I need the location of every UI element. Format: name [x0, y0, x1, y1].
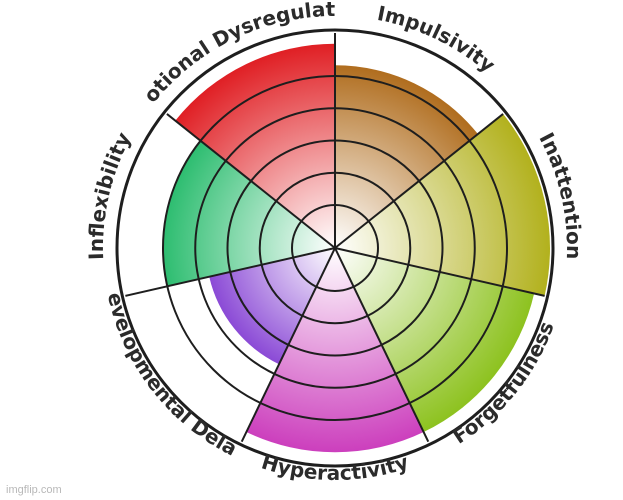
wedge-forgetfulness [335, 248, 535, 433]
spoke-line [240, 247, 336, 443]
imgflip-watermark: imgflip.com [6, 484, 62, 496]
wedge-impulsivity [335, 65, 478, 248]
wedge-hyperactivity [246, 248, 424, 453]
spoke-line [125, 247, 336, 297]
spoke-line [166, 113, 336, 249]
wedge-emotional-dysregulation [175, 43, 335, 248]
spoke-line [334, 113, 504, 249]
wedge-inattention [335, 113, 550, 296]
spoke-line [334, 247, 430, 443]
spoke-line [334, 247, 545, 297]
